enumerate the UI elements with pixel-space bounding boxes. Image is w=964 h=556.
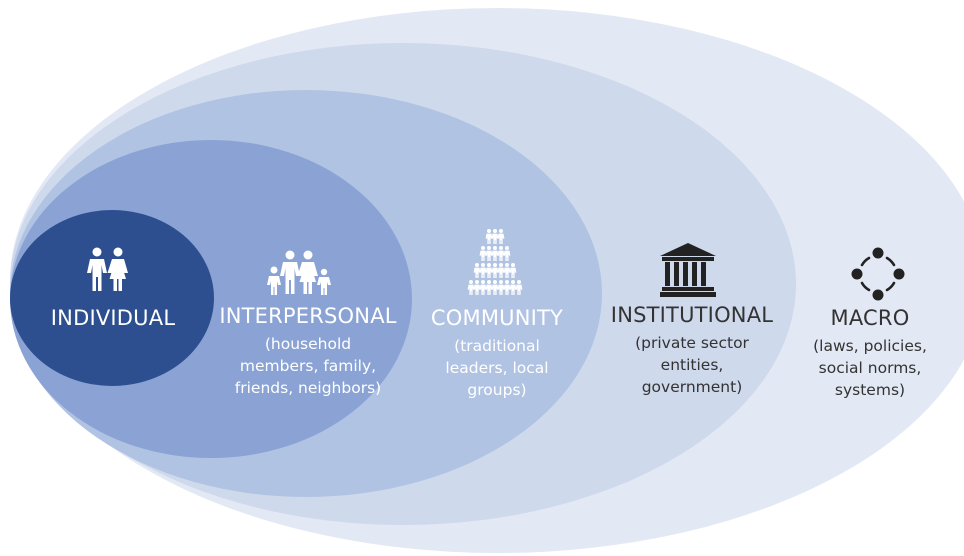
macro-detail: (laws, policies, social norms, systems) <box>802 335 938 401</box>
individual-title: INDIVIDUAL <box>50 306 176 330</box>
macro-detail-line: (laws, policies, <box>813 337 927 355</box>
community-label: COMMUNITY (traditional leaders, local gr… <box>418 308 576 401</box>
institutional-detail-line: entities, <box>660 356 724 374</box>
network-cycle-icon <box>851 247 905 301</box>
macro-detail-line: systems) <box>834 381 906 399</box>
community-title: COMMUNITY <box>430 306 564 330</box>
individual-ring <box>10 210 214 386</box>
institutional-detail-line: (private sector <box>635 334 749 352</box>
macro-label: MACRO (laws, policies, social norms, sys… <box>802 308 938 401</box>
community-detail-line: leaders, local <box>445 359 549 377</box>
institutional-detail-line: government) <box>641 378 743 396</box>
community-detail-line: groups) <box>467 381 527 399</box>
community-detail: (traditional leaders, local groups) <box>418 335 576 401</box>
interpersonal-title: INTERPERSONAL <box>219 304 397 328</box>
institutional-title: INSTITUTIONAL <box>610 303 774 327</box>
institutional-label: INSTITUTIONAL (private sector entities, … <box>596 305 788 398</box>
macro-title: MACRO <box>830 306 910 330</box>
interpersonal-detail-line: friends, neighbors) <box>234 379 382 397</box>
interpersonal-detail: (household members, family, friends, nei… <box>212 333 404 399</box>
two-people-icon <box>87 247 128 291</box>
institution-building-icon <box>660 243 716 297</box>
interpersonal-label: INTERPERSONAL (household members, family… <box>212 306 404 399</box>
institutional-detail: (private sector entities, government) <box>596 332 788 398</box>
interpersonal-detail-line: members, family, <box>239 357 377 375</box>
community-detail-line: (traditional <box>454 337 540 355</box>
interpersonal-detail-line: (household <box>264 335 352 353</box>
individual-label: INDIVIDUAL <box>30 308 196 329</box>
macro-detail-line: social norms, <box>818 359 922 377</box>
family-icon <box>267 250 331 295</box>
crowd-pyramid-icon <box>467 229 523 295</box>
